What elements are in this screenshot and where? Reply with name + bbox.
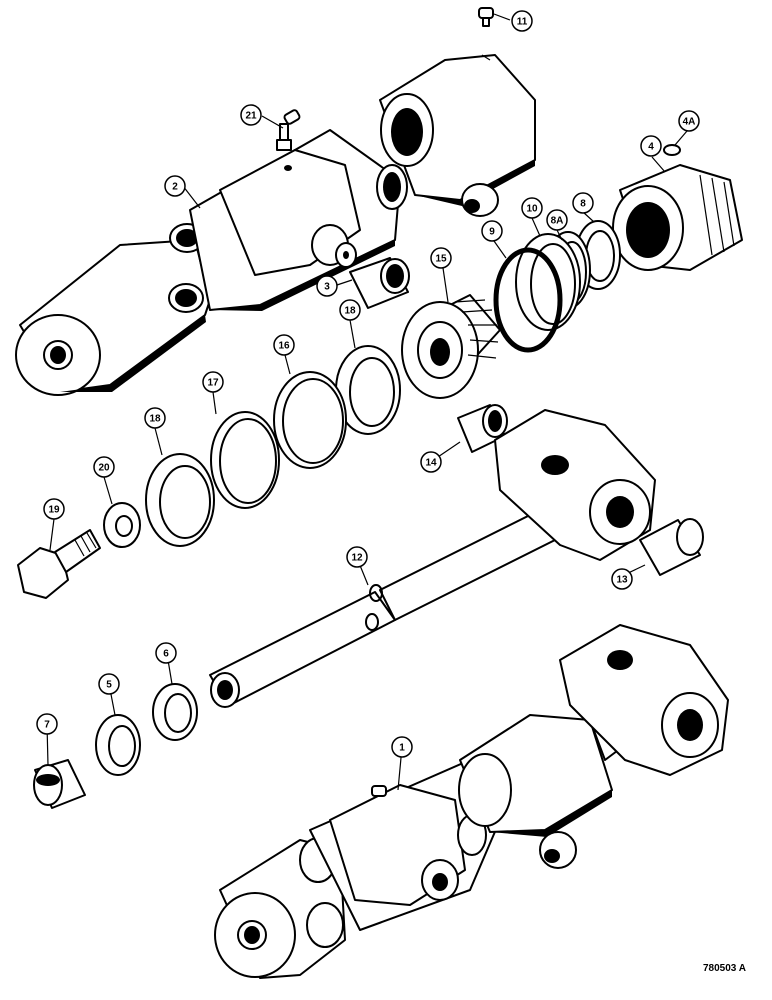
callout-label: 10 (526, 204, 538, 215)
callout-4: 4 (640, 135, 662, 157)
callout-17: 17 (202, 371, 224, 393)
ring-5 (95, 714, 141, 776)
callout-3: 3 (316, 275, 338, 297)
callout-21: 21 (240, 104, 262, 126)
piston-15 (401, 294, 501, 399)
callout-label: 14 (425, 458, 437, 469)
callout-14: 14 (420, 451, 442, 473)
callout-label: 9 (489, 227, 495, 238)
grease-fitting-11 (478, 7, 494, 27)
callout-label: 12 (351, 553, 363, 564)
callout-label: 7 (44, 720, 50, 731)
callout-label: 11 (517, 17, 528, 28)
bushing-14 (457, 404, 508, 453)
cylinder-barrel (15, 54, 536, 396)
washer-20 (103, 502, 141, 548)
callout-label: 19 (48, 505, 60, 516)
callout-label: 20 (98, 463, 110, 474)
callout-label: 8A (551, 216, 564, 227)
callout-18-lower: 18 (144, 407, 166, 429)
callout-8: 8 (572, 192, 594, 214)
callout-4a: 4A (678, 110, 700, 132)
bolt-19 (17, 529, 101, 599)
grease-fitting-21 (276, 109, 301, 151)
ring-17 (210, 411, 280, 509)
callout-label: 4A (683, 117, 696, 128)
drawing-reference-code: 780503 A (703, 963, 746, 974)
callout-13: 13 (611, 568, 633, 590)
callout-label: 16 (278, 341, 290, 352)
callout-1: 1 (391, 736, 413, 758)
callout-15: 15 (430, 247, 452, 269)
callout-label: 21 (245, 111, 257, 122)
gland-4 (612, 144, 743, 271)
callout-label: 18 (149, 414, 161, 425)
callout-8a: 8A (546, 209, 568, 231)
callout-label: 2 (172, 182, 178, 193)
callout-19: 19 (43, 498, 65, 520)
callout-2: 2 (164, 175, 186, 197)
callout-12: 12 (346, 546, 368, 568)
callout-label: 13 (616, 575, 628, 586)
callout-label: 1 (399, 743, 405, 754)
callout-5: 5 (98, 673, 120, 695)
o-ring-9 (493, 247, 563, 353)
ring-18-upper (335, 345, 401, 435)
callout-6: 6 (155, 642, 177, 664)
ring-18-lower (145, 453, 215, 547)
bushing-7 (33, 759, 86, 809)
callout-label: 4 (648, 142, 654, 153)
callout-label: 8 (580, 199, 586, 210)
callout-11: 11 (511, 10, 533, 32)
seal-6 (152, 683, 198, 741)
callout-label: 3 (324, 282, 330, 293)
assembled-cylinder (214, 624, 729, 979)
callout-18-upper: 18 (339, 299, 361, 321)
wear-ring-10 (515, 233, 581, 331)
callout-label: 5 (106, 680, 112, 691)
callout-16: 16 (273, 334, 295, 356)
bushing-3 (349, 257, 410, 309)
callout-label: 18 (344, 306, 356, 317)
callout-9: 9 (481, 220, 503, 242)
callout-label: 17 (207, 378, 219, 389)
piston-rod-12 (209, 409, 656, 708)
callout-10: 10 (521, 197, 543, 219)
callout-7: 7 (36, 713, 58, 735)
callout-label: 15 (435, 254, 447, 265)
ring-16 (273, 371, 347, 469)
callout-label: 6 (163, 649, 169, 660)
bushing-13 (639, 518, 704, 576)
callout-20: 20 (93, 456, 115, 478)
